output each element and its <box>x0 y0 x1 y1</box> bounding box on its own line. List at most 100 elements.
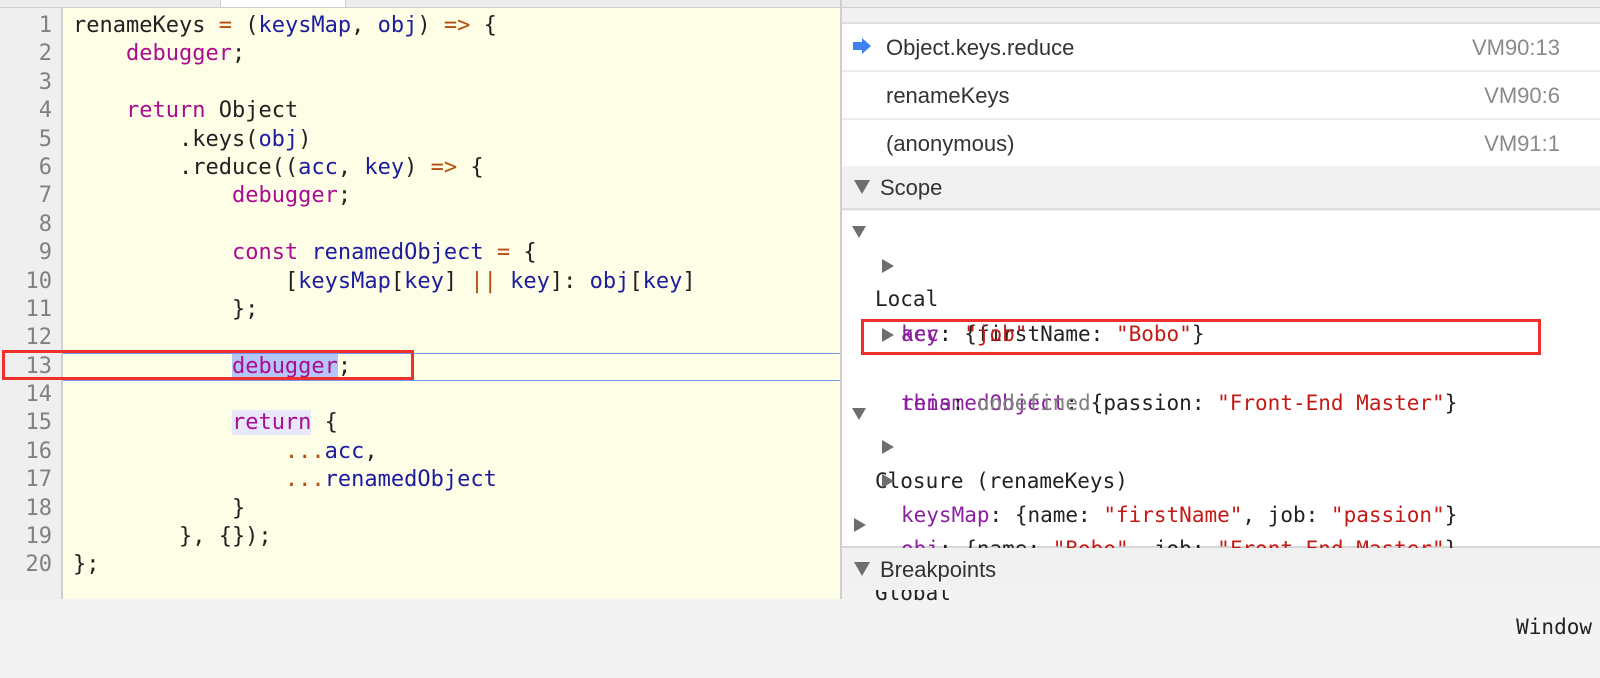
scope-closure-header[interactable]: Closure (renameKeys) <box>842 396 1600 493</box>
scope-var-acc[interactable]: acc: {firstName: "Bobo"} <box>842 249 1600 346</box>
editor-tab-active[interactable] <box>220 0 346 7</box>
var-value: "firstName" <box>1103 503 1243 527</box>
line-number[interactable]: 7 <box>38 183 52 209</box>
code-token: ; <box>337 183 352 209</box>
line-number[interactable]: 10 <box>25 268 53 294</box>
code-line[interactable]: 14 <box>0 381 858 409</box>
code-line[interactable]: 16 ...acc, <box>0 438 858 466</box>
code-token <box>73 439 285 464</box>
line-number[interactable]: 2 <box>38 41 52 67</box>
code-line[interactable]: 12 <box>0 324 858 352</box>
code-line[interactable]: 10 [keysMap[key] || key]: obj[key] <box>0 268 858 296</box>
collapse-triangle-icon <box>882 328 894 342</box>
code-token <box>73 240 232 265</box>
var-preview-close: } <box>1191 322 1205 346</box>
code-line-paused[interactable]: 13 debugger; <box>0 352 858 382</box>
line-number[interactable]: 1 <box>38 13 52 38</box>
code-text: .keys(obj) <box>73 126 311 154</box>
expand-triangle-icon <box>852 226 866 238</box>
code-line[interactable]: 6 .reduce((acc, key) => { <box>0 154 858 182</box>
code-line[interactable]: 3 <box>0 69 858 97</box>
code-token: obj <box>377 13 418 38</box>
current-frame-arrow-icon <box>853 38 871 54</box>
code-line[interactable]: 8 <box>0 211 858 239</box>
var-name: keysMap <box>901 503 990 527</box>
code-line[interactable]: 18 } <box>0 495 858 523</box>
code-token <box>497 269 510 294</box>
line-number[interactable]: 17 <box>25 467 53 493</box>
breakpoints-section-header[interactable]: Breakpoints <box>842 548 1600 590</box>
call-frame[interactable]: renameKeys VM90:6 <box>842 72 1600 120</box>
scope-var-this[interactable]: this: undefined <box>842 352 1600 415</box>
scope-var-keysMap[interactable]: keysMap: {name: "firstName", job: "passi… <box>842 430 1600 527</box>
code-token: { <box>311 410 338 436</box>
code-text: }; <box>73 551 100 579</box>
code-line[interactable]: 5 .keys(obj) <box>0 126 858 154</box>
code-token: key <box>642 268 683 294</box>
line-number[interactable]: 18 <box>25 495 53 521</box>
line-number[interactable]: 4 <box>38 98 52 124</box>
scope-local-header[interactable]: Local <box>842 214 1600 311</box>
code-text: const renamedObject = { <box>73 239 537 267</box>
code-token: } <box>73 495 246 521</box>
call-frame-current[interactable]: Object.keys.reduce VM90:13 <box>842 24 1600 72</box>
line-number[interactable]: 11 <box>25 296 53 322</box>
line-number[interactable]: 8 <box>38 211 52 237</box>
code-token <box>73 410 232 435</box>
code-line[interactable]: 4 return Object <box>0 97 858 125</box>
code-line[interactable]: 15 return { <box>0 409 858 437</box>
code-token: }; <box>73 552 100 578</box>
line-number[interactable]: 5 <box>38 126 52 152</box>
line-number[interactable]: 9 <box>38 240 52 266</box>
code-text: .reduce((acc, key) => { <box>73 154 484 182</box>
scope-local-label: Local <box>875 287 939 311</box>
code-token: ( <box>231 13 259 38</box>
line-number[interactable]: 20 <box>25 552 53 578</box>
code-token: ] <box>443 268 471 294</box>
scope-section-header[interactable]: Scope <box>842 166 1600 210</box>
line-number[interactable]: 14 <box>25 382 53 408</box>
line-number-gutter[interactable] <box>0 8 63 599</box>
scope-var-renamedObject[interactable]: renamedObject: {passion: "Front-End Mast… <box>842 318 1600 415</box>
var-value: "job" <box>964 322 1028 346</box>
code-line[interactable]: 17 ...renamedObject <box>0 466 858 494</box>
call-frame-location[interactable]: VM91:1 <box>1484 131 1560 156</box>
call-frame-location[interactable]: VM90:6 <box>1484 83 1560 108</box>
code-token: = <box>218 13 232 38</box>
code-token: = <box>496 240 511 266</box>
line-number[interactable]: 12 <box>25 325 53 351</box>
call-frame-location[interactable]: VM90:13 <box>1471 35 1560 60</box>
code-line[interactable]: 7 debugger; <box>0 182 858 210</box>
code-text: return { <box>73 409 338 437</box>
line-number[interactable]: 16 <box>25 438 53 464</box>
var-sep: : <box>938 322 965 346</box>
code-line[interactable]: 20}; <box>0 551 858 579</box>
code-token: keysMap <box>258 13 352 38</box>
line-number[interactable]: 6 <box>38 154 52 180</box>
scope-var-key[interactable]: key: "job" <box>842 283 1600 346</box>
line-number[interactable]: 19 <box>25 524 53 550</box>
code-line[interactable]: 11 }; <box>0 296 858 324</box>
var-name: key <box>901 322 939 346</box>
code-line[interactable]: 9 const renamedObject = { <box>0 239 858 267</box>
code-token: debugger <box>231 353 338 379</box>
code-line[interactable]: 2 debugger; <box>0 40 858 68</box>
line-number[interactable]: 3 <box>38 69 52 95</box>
scope-global-header[interactable]: Global Window <box>842 508 1600 639</box>
scope-global-value: Window <box>1516 615 1592 639</box>
call-frame[interactable]: (anonymous) VM91:1 <box>842 120 1600 166</box>
code-token: }; <box>73 296 259 322</box>
line-number[interactable]: 13 <box>25 353 53 379</box>
line-number[interactable]: 15 <box>25 410 53 436</box>
code-line[interactable]: 19 }, {}); <box>0 523 858 551</box>
collapse-triangle-icon <box>882 259 894 273</box>
var-value: "Front-End Master" <box>1217 391 1445 415</box>
scope-var-obj[interactable]: obj: {name: "Bobo", job: "Front-End Mast… <box>842 464 1600 561</box>
var-sep: : <box>1065 391 1091 415</box>
code-token: key <box>510 268 550 294</box>
code-token: Object <box>205 98 299 124</box>
code-token: , <box>351 13 378 38</box>
scope-closure-label: Closure (renameKeys) <box>875 469 1128 493</box>
